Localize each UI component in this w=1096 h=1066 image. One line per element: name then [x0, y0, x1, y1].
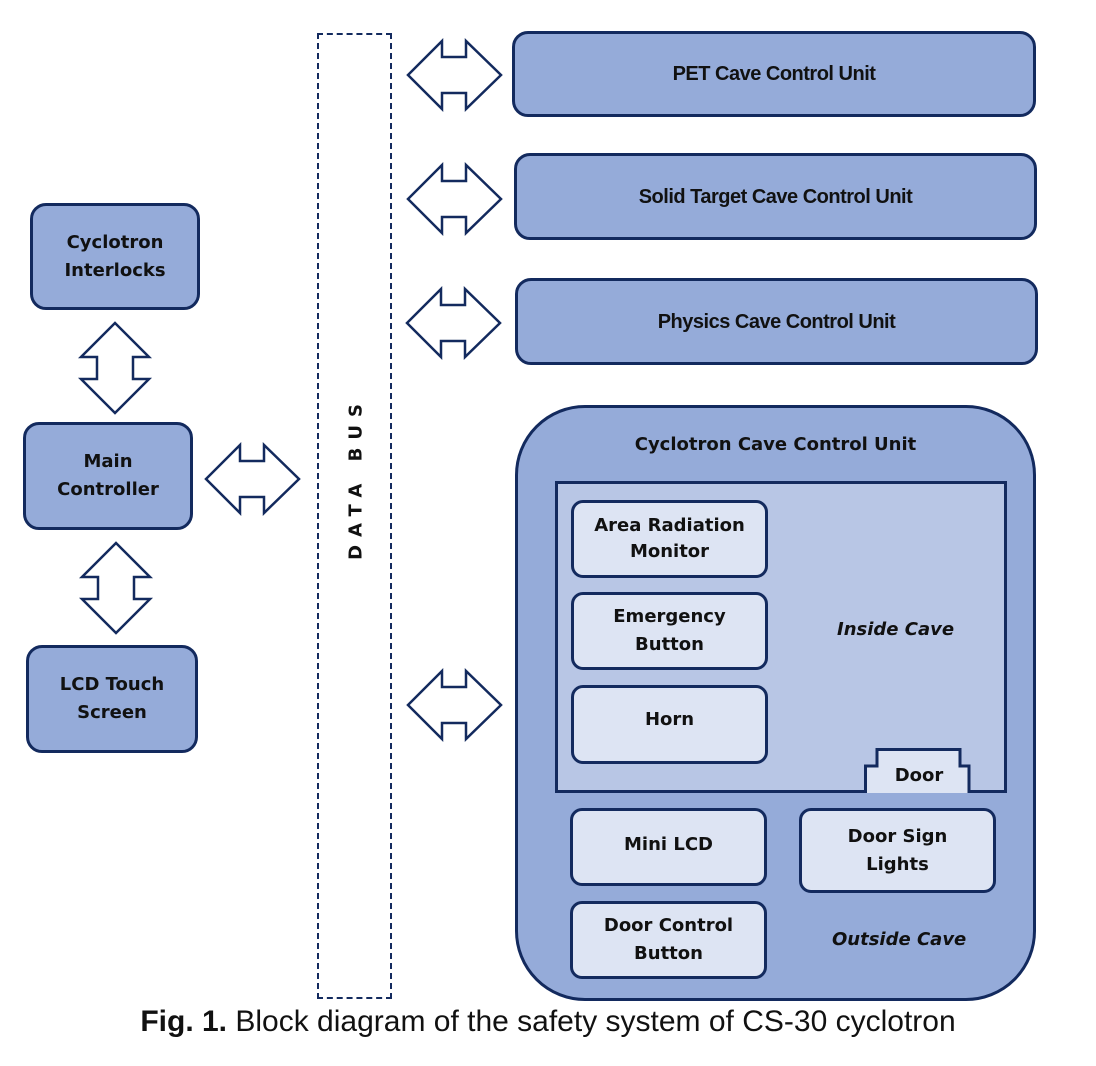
lcd-touch-screen-block: LCD Touch Screen: [26, 645, 198, 753]
bidirectional-arrow-horizontal-icon: [406, 161, 503, 237]
bidirectional-arrow-vertical-icon: [78, 541, 154, 635]
door-control-button-block: Door Control Button: [570, 901, 767, 979]
solid-target-cave-control-unit: Solid Target Cave Control Unit: [514, 153, 1037, 240]
emergency-button-label: Emergency Button: [613, 606, 726, 655]
figure-caption-text: Block diagram of the safety system of CS…: [227, 1005, 956, 1038]
physics-cave-control-unit: Physics Cave Control Unit: [515, 278, 1038, 365]
cyclotron-interlocks-block: Cyclotron Interlocks: [30, 203, 200, 310]
pet-cave-control-unit: PET Cave Control Unit: [512, 31, 1036, 117]
mini-lcd-block: Mini LCD: [570, 808, 767, 886]
bidirectional-arrow-horizontal-icon: [406, 37, 503, 113]
bidirectional-arrow-horizontal-icon: [406, 667, 503, 743]
data-bus: [317, 33, 392, 999]
pet-cave-control-unit-label: PET Cave Control Unit: [672, 63, 876, 85]
outside-cave-label: Outside Cave: [832, 929, 967, 950]
bidirectional-arrow-horizontal-icon: [405, 285, 502, 361]
figure-caption-label: Fig. 1.: [140, 1005, 228, 1038]
area-radiation-monitor-block: Area Radiation Monitor: [571, 500, 768, 578]
horn-label: Horn: [644, 709, 695, 730]
door-label: Door: [894, 765, 944, 786]
door-sign-lights-block: Door Sign Lights: [799, 808, 996, 893]
figure-caption: Fig. 1. Block diagram of the safety syst…: [0, 1005, 1096, 1039]
door-shape-icon: [864, 748, 971, 793]
bidirectional-arrow-vertical-icon: [77, 321, 153, 415]
main-controller-label: Main Controller: [57, 451, 159, 500]
cyclotron-interlocks-label: Cyclotron Interlocks: [64, 231, 166, 281]
mini-lcd-label: Mini LCD: [624, 834, 713, 855]
door-block: Door: [864, 748, 974, 793]
door-sign-lights-label: Door Sign Lights: [847, 825, 948, 875]
cyclotron-cave-control-unit: Cyclotron Cave Control Unit Area Radiati…: [515, 405, 1036, 1001]
main-controller-block: Main Controller: [23, 422, 193, 530]
lcd-touch-screen-label: LCD Touch Screen: [59, 674, 165, 723]
physics-cave-control-unit-label: Physics Cave Control Unit: [657, 310, 896, 333]
bidirectional-arrow-horizontal-icon: [204, 441, 301, 517]
inside-cave-region: Area Radiation Monitor Emergency Button …: [555, 481, 1007, 793]
emergency-button-block: Emergency Button: [571, 592, 768, 670]
area-radiation-monitor-label: Area Radiation Monitor: [594, 515, 745, 562]
cyclotron-cave-title: Cyclotron Cave Control Unit: [634, 434, 917, 455]
horn-block: Horn: [571, 685, 768, 764]
inside-cave-label: Inside Cave: [837, 619, 955, 640]
solid-target-cave-control-unit-label: Solid Target Cave Control Unit: [638, 185, 913, 208]
data-bus-label: DATA BUS: [345, 396, 367, 560]
door-control-button-label: Door Control Button: [603, 915, 734, 964]
